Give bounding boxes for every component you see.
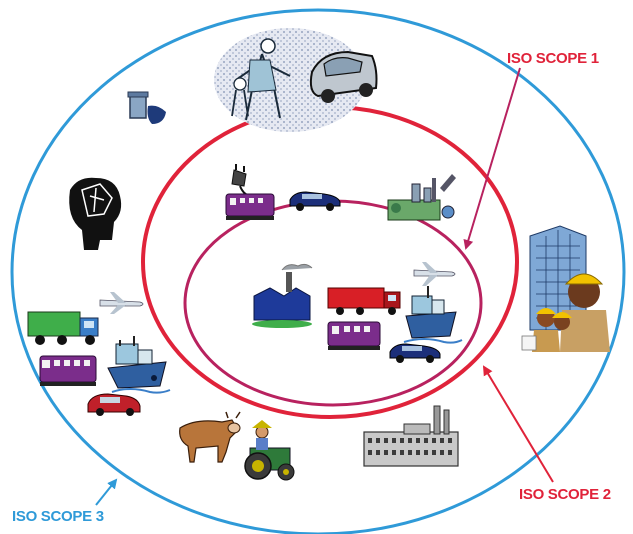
scope2-arrow: [482, 365, 554, 483]
commuters-icon: [214, 28, 366, 132]
brain-icon: [69, 177, 122, 250]
airplane-icon: [99, 292, 144, 314]
factory-icon: [252, 263, 313, 328]
scope3-arrow: [95, 478, 118, 506]
trash-can-icon: [127, 91, 166, 124]
car-icon: [309, 50, 378, 103]
train-icon: [39, 355, 97, 386]
power-plant-icon: [387, 174, 456, 221]
train-icon: [327, 321, 381, 350]
car-icon: [289, 191, 341, 211]
train-icon: [225, 193, 275, 220]
tractor-icon: [244, 420, 295, 481]
scope1-arrow: [463, 67, 521, 250]
ship-icon: [403, 286, 463, 344]
truck-icon: [327, 287, 401, 315]
scope3-label: ISO SCOPE 3: [12, 508, 104, 525]
truck-icon: [27, 311, 99, 345]
car-icon: [87, 393, 141, 416]
ship-icon: [107, 336, 171, 394]
factory-building-icon: [363, 405, 459, 467]
cow-icon: [179, 411, 241, 463]
airplane-icon: [413, 262, 456, 286]
scope2-label: ISO SCOPE 2: [519, 486, 611, 503]
power-plug-icon: [231, 164, 253, 197]
scope1-label: ISO SCOPE 1: [507, 50, 599, 67]
scope3-ring: [10, 8, 626, 534]
workers-icon: [521, 273, 610, 352]
car-icon: [389, 343, 441, 363]
